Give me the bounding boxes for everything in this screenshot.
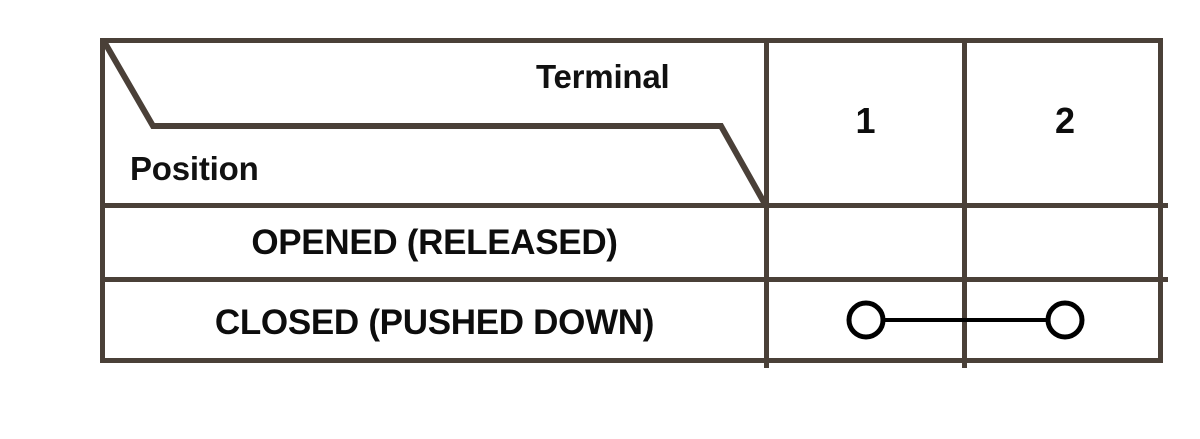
row-axis-label: Position <box>130 150 259 187</box>
terminal-header-2: 2 <box>1054 99 1076 141</box>
terminal-header-1: 1 <box>855 99 876 141</box>
row-label-closed: CLOSED (PUSHED DOWN) <box>214 302 655 342</box>
row-divider-opened <box>105 277 1168 282</box>
continuity-table <box>100 38 1168 368</box>
row-label-opened: OPENED (RELEASED) <box>251 222 618 262</box>
column-axis-label: Terminal <box>536 58 670 95</box>
